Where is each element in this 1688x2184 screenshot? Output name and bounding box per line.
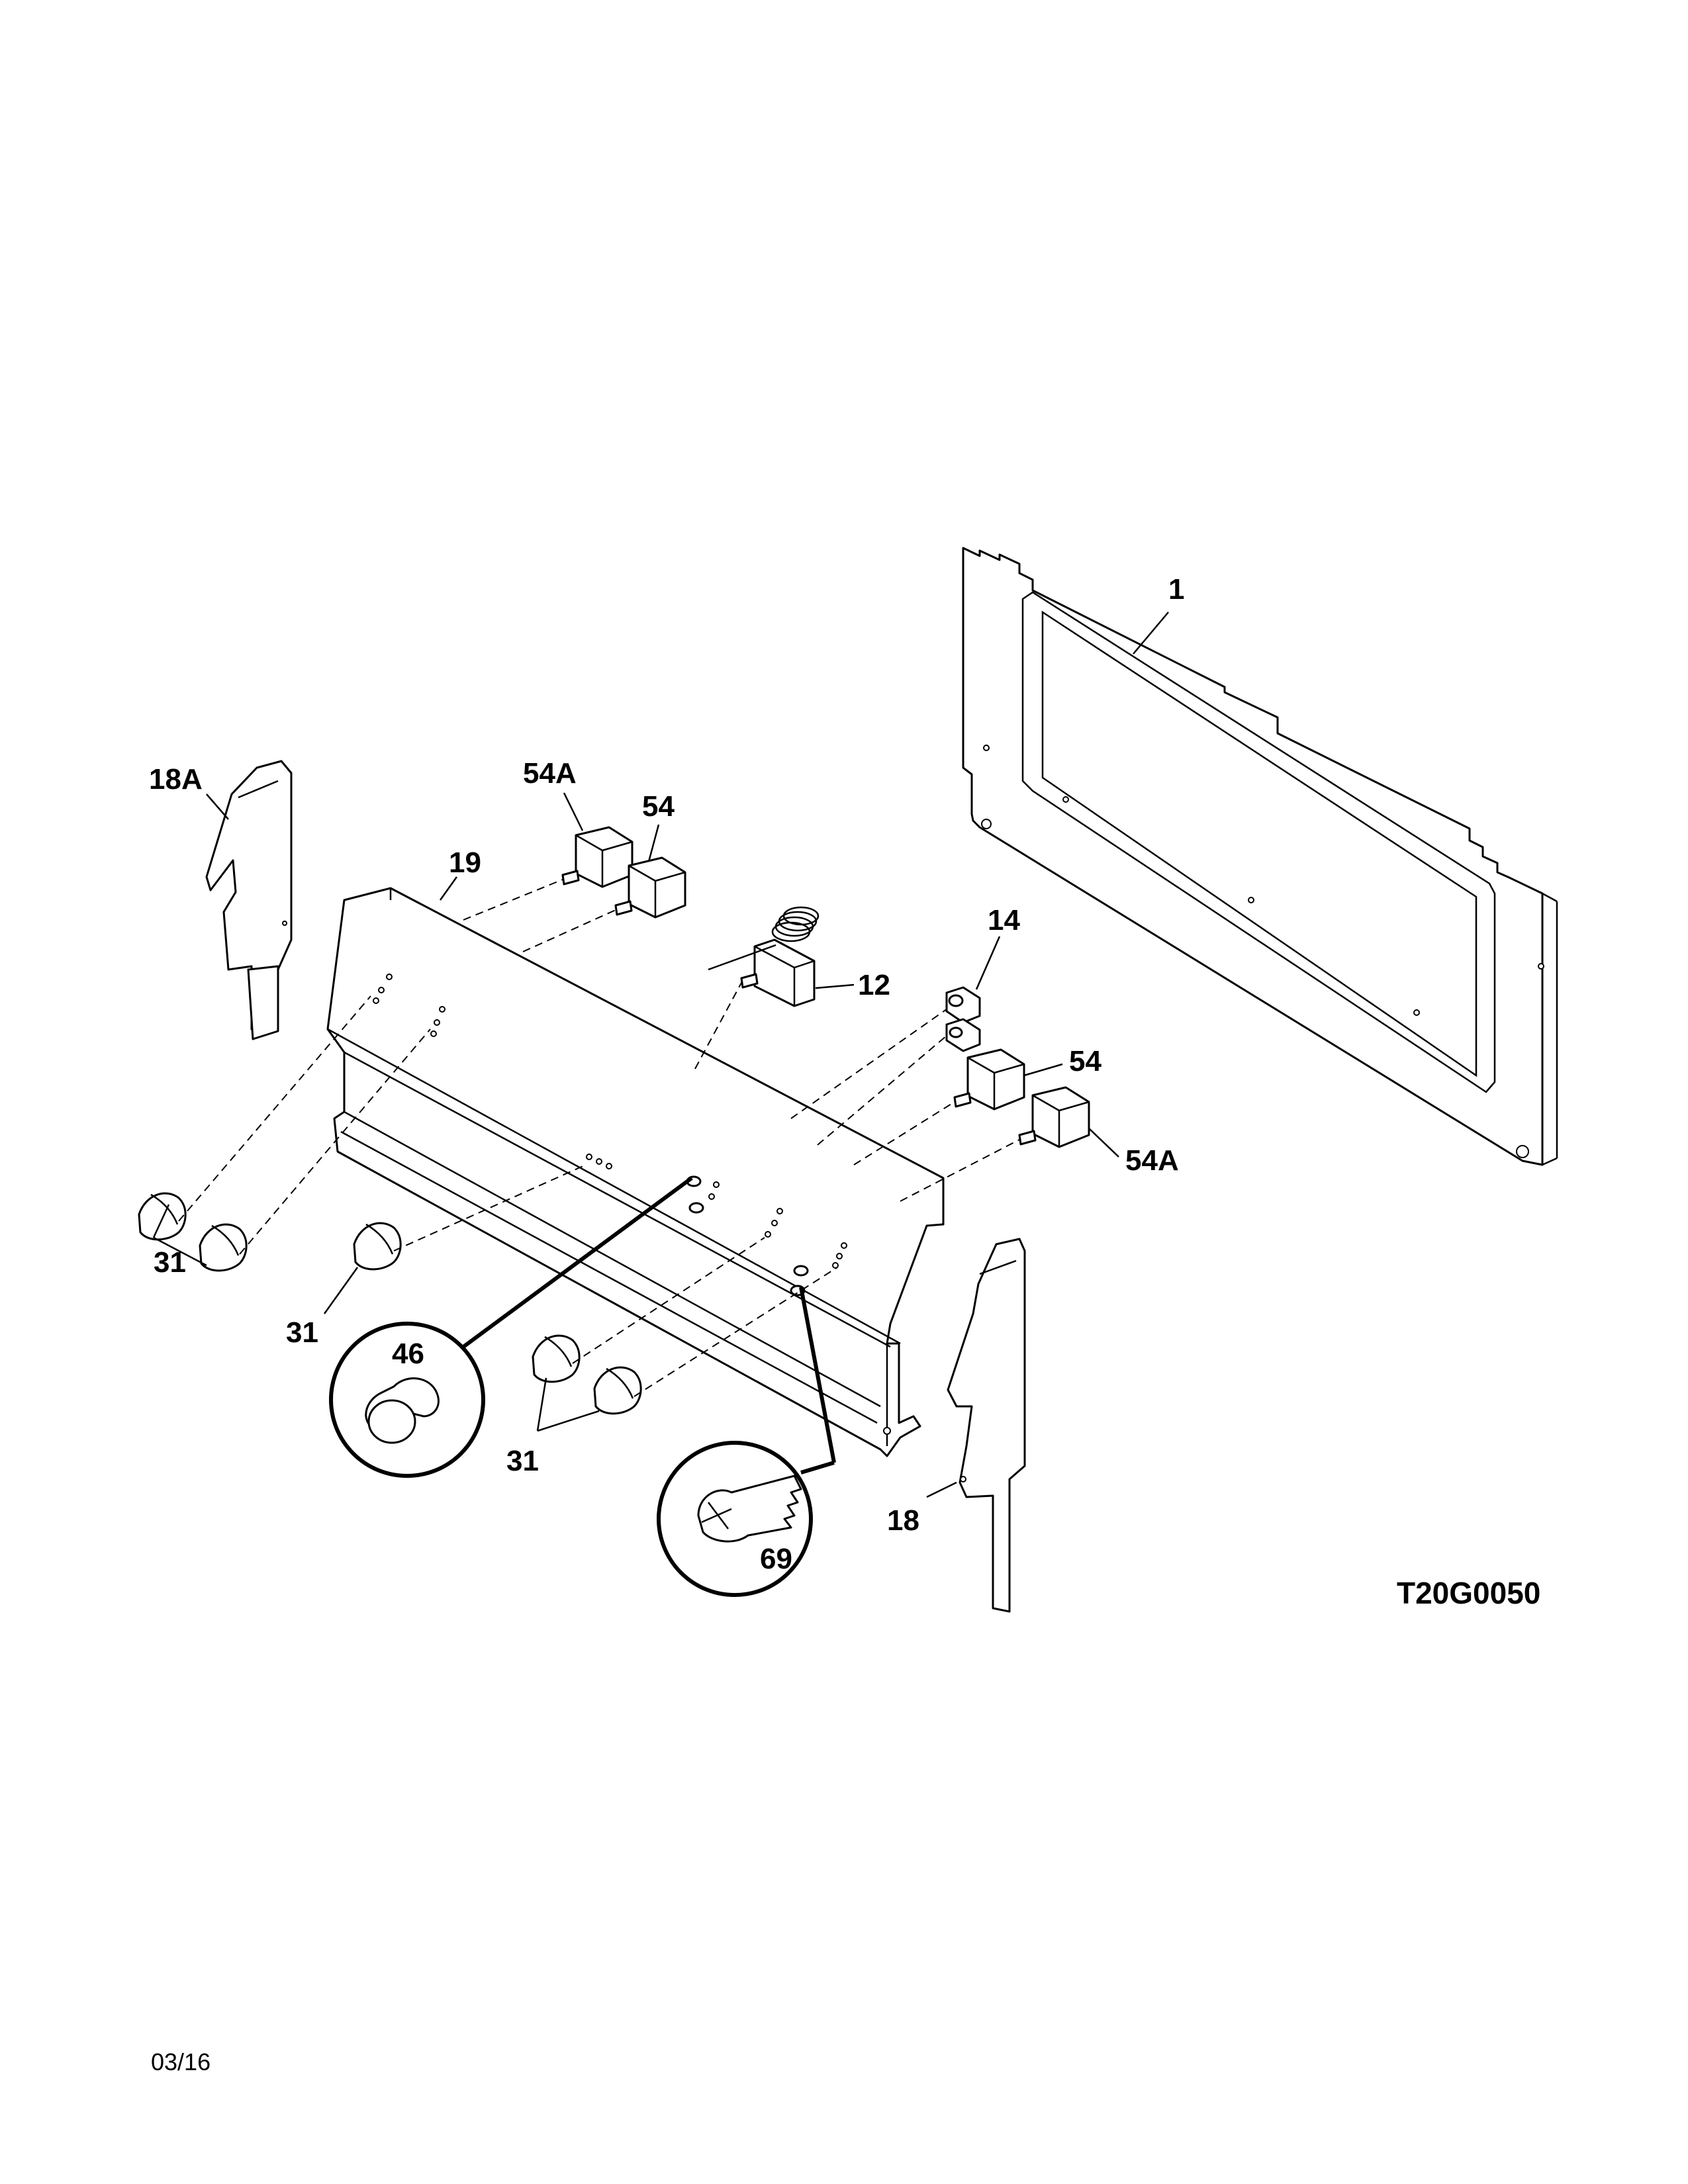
- part-12-thermostat: [708, 906, 855, 1007]
- callout-31-bottom: 31: [506, 1445, 539, 1477]
- part-54a-top-switch: [561, 792, 633, 888]
- part-31-knobs: [138, 1192, 642, 1432]
- callout-labels: 1 18A 54A 54 19 14 12 54 54A 31 31 31 46…: [149, 573, 1184, 1575]
- part-14-indicator-lights: [945, 936, 1001, 1052]
- knob-31-b: [199, 1223, 248, 1272]
- part-54-right-switch: [953, 1048, 1063, 1111]
- callout-54a-top: 54A: [523, 757, 577, 790]
- callout-46: 46: [392, 1338, 424, 1370]
- callout-54a-right: 54A: [1125, 1144, 1179, 1177]
- callout-1: 1: [1168, 573, 1184, 606]
- part-54-top-switch: [614, 824, 686, 919]
- callout-12: 12: [858, 969, 890, 1001]
- knob-31-e: [593, 1366, 642, 1415]
- drawing-code: T20G0050: [1397, 1576, 1540, 1610]
- callout-18a: 18A: [149, 763, 203, 796]
- callout-19: 19: [449, 846, 481, 879]
- part-54a-right-switch: [1018, 1086, 1119, 1158]
- callout-54-right: 54: [1069, 1045, 1102, 1077]
- callout-14: 14: [988, 904, 1020, 936]
- panel-holes: [373, 974, 891, 1435]
- part-18a-left-end-cap: [205, 760, 293, 1040]
- knob-31-c: [353, 1222, 402, 1271]
- knob-31-d: [532, 1334, 581, 1383]
- detail-69-screw: [657, 1287, 836, 1597]
- assembly-dashed-lines: [178, 879, 1020, 1397]
- callout-31-mid: 31: [286, 1316, 318, 1349]
- callout-18: 18: [887, 1504, 919, 1537]
- knob-31-a: [138, 1192, 187, 1241]
- callout-69: 69: [760, 1543, 792, 1575]
- callout-54-top: 54: [642, 790, 675, 823]
- part-19-control-panel: [326, 876, 945, 1457]
- callout-31-left: 31: [154, 1246, 186, 1279]
- detail-46-knob-button: [329, 1176, 693, 1478]
- date-code: 03/16: [151, 2048, 211, 2075]
- part-18-right-end-cap: [926, 1238, 1026, 1613]
- part-1-back-panel: [962, 547, 1558, 1166]
